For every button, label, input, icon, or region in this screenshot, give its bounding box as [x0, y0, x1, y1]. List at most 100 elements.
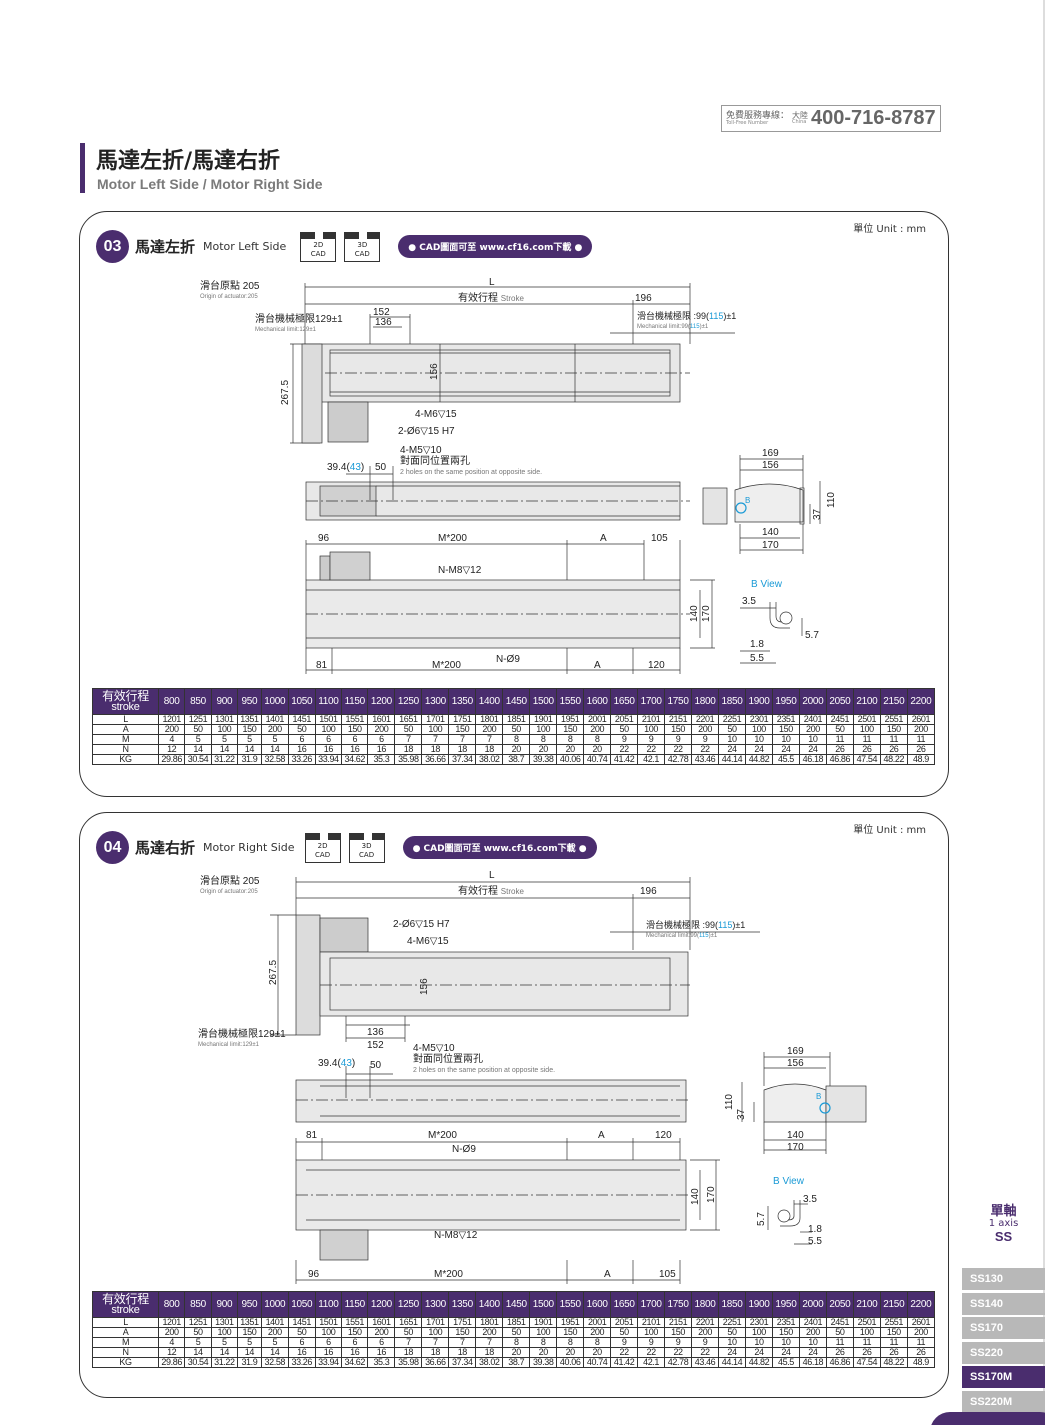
table-cell: 24	[798, 1347, 827, 1358]
series-nav-label: 單軸 1 axis SS	[988, 1204, 1019, 1244]
table-cell: 1251	[184, 1317, 212, 1328]
nav-item-ss170m[interactable]: SS170M	[962, 1366, 1045, 1389]
table-cell: 1751	[448, 1317, 477, 1328]
table-cell: 16	[287, 744, 316, 755]
dim-196-2: 196	[640, 886, 657, 897]
table-cell: 22	[664, 744, 693, 755]
table-cell: 150	[556, 724, 585, 735]
table-cell: 100	[210, 1327, 239, 1338]
n9-label: N-Ø9	[496, 654, 520, 665]
table-cell: 6	[367, 734, 396, 745]
dim-39-2: 39.4(43)	[318, 1058, 355, 1069]
stroke-col-1250: 1250	[394, 688, 423, 715]
table-cell: 200	[475, 724, 504, 735]
cad-download-link[interactable]: ● CAD圖面可至 www.cf16.com下載 ●	[398, 235, 593, 258]
table-cell: 18	[448, 744, 477, 755]
table-cell: 26	[906, 744, 936, 755]
stroke-col-1100: 1100	[314, 1291, 343, 1318]
table-cell: 24	[798, 744, 827, 755]
table-cell: 6	[341, 734, 369, 745]
table-cell: 150	[771, 724, 800, 735]
table-cell: 1201	[157, 1317, 186, 1328]
stroke-col-1900: 1900	[744, 1291, 773, 1318]
stroke-col-2050: 2050	[825, 688, 854, 715]
table-cell: 10	[744, 1337, 773, 1348]
nav-item-ss170[interactable]: SS170	[962, 1317, 1045, 1340]
table-cell: 9	[664, 1337, 693, 1348]
table-cell: 37.34	[448, 1357, 477, 1368]
table-cell: 18	[448, 1347, 477, 1358]
dim-96: 96	[318, 533, 330, 544]
table-cell: 1851	[502, 714, 531, 725]
table-cell: 100	[637, 1327, 666, 1338]
dim-L: L	[489, 277, 495, 288]
nav-item-ss140[interactable]: SS140	[962, 1292, 1045, 1315]
stroke-col-800: 800	[157, 688, 186, 715]
opposite-holes-en: 2 holes on the same position at opposite…	[400, 469, 542, 476]
table-cell: 24	[718, 744, 746, 755]
table-cell: 38.02	[475, 1357, 504, 1368]
nav-item-ss220[interactable]: SS220	[962, 1341, 1045, 1364]
m6-label-2: 4-M6▽15	[407, 936, 449, 947]
stroke-col-2000: 2000	[798, 688, 827, 715]
nav-item-ss220m[interactable]: SS220M	[962, 1390, 1045, 1413]
dim-152-2: 152	[367, 1040, 384, 1051]
table-cell: 11	[906, 1337, 936, 1348]
stroke-col-1000: 1000	[260, 1291, 289, 1318]
table-cell: 24	[771, 1347, 800, 1358]
stroke-col-1700: 1700	[637, 688, 666, 715]
table-cell: 42.78	[664, 1357, 693, 1368]
table-cell: 16	[314, 744, 343, 755]
stroke-col-2150: 2150	[879, 1291, 908, 1318]
table-cell: 38.7	[502, 754, 531, 765]
table-cell: 2201	[691, 1317, 720, 1328]
stroke-col-1700: 1700	[637, 1291, 666, 1318]
table-cell: 2501	[852, 1317, 881, 1328]
dim-136-2: 136	[367, 1027, 384, 1038]
table-cell: 1351	[237, 714, 262, 725]
table-cell: 14	[210, 1347, 239, 1358]
table-cell: 2551	[879, 1317, 908, 1328]
table-cell: 100	[529, 724, 558, 735]
stroke-col-1450: 1450	[502, 688, 531, 715]
table-cell: 37.34	[448, 754, 477, 765]
table-cell: 18	[421, 744, 450, 755]
table-cell: 50	[287, 724, 316, 735]
table-cell: 200	[798, 1327, 827, 1338]
table-cell: 2101	[637, 714, 666, 725]
table-cell: 50	[394, 1327, 423, 1338]
table-cell: 26	[852, 1347, 881, 1358]
table-cell: 24	[718, 1347, 746, 1358]
table-cell: 8	[502, 734, 531, 745]
table-cell: 50	[287, 1327, 316, 1338]
table-cell: 50	[184, 724, 212, 735]
table-cell: 8	[529, 734, 558, 745]
table-cell: 10	[771, 1337, 800, 1348]
dim-m200: M*200	[438, 533, 467, 544]
stroke-col-950: 950	[237, 688, 262, 715]
table-cell: 30.54	[184, 754, 212, 765]
table-cell: 5	[260, 1337, 289, 1348]
table-cell: 31.22	[210, 754, 239, 765]
dim-169: 169	[762, 448, 779, 459]
table-cell: 150	[664, 1327, 693, 1338]
table-cell: 31.9	[237, 1357, 262, 1368]
nav-item-ss130[interactable]: SS130	[962, 1268, 1045, 1290]
dim-170: 170	[762, 540, 779, 551]
table-cell: 100	[852, 724, 881, 735]
cad-download-link[interactable]: ● CAD圖面可至 www.cf16.com下載 ●	[402, 836, 597, 859]
table-cell: 1201	[157, 714, 186, 725]
table-cell: 43.46	[691, 754, 720, 765]
stroke-col-1950: 1950	[771, 688, 800, 715]
